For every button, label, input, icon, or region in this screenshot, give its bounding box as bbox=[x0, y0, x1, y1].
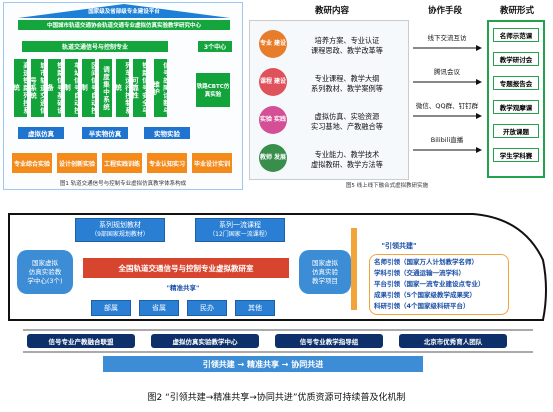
stage-content: 专业能力、教学技术 虚拟教研、教学方法等 bbox=[311, 150, 383, 169]
architecture-panel: 国家级及省部级专业建设平台 中国城市轨道交通协会轨道交通专业虚拟仿真实验教学研究… bbox=[3, 2, 243, 190]
arch-column: 车站信号自动控制 bbox=[63, 59, 81, 117]
center-title: 全国轨道交通信号与控制专业虚拟教研室 bbox=[83, 258, 289, 278]
navy-bar: 信号专业产教融合联盟 bbox=[27, 334, 135, 348]
header-content: 教研内容 bbox=[314, 6, 349, 16]
blue-box: 实物实验 bbox=[144, 127, 190, 139]
form-item: 学生学科赛 bbox=[493, 148, 539, 162]
middle-panel: 教研内容 协作手段 教研形式 专业 建设 课程 建设 实验 实践 教师 发展 培… bbox=[247, 2, 550, 190]
header-means: 协作手段 bbox=[427, 6, 462, 16]
navy-bar: 北京市优秀育人团队 bbox=[399, 334, 507, 348]
right-side-box: 铁路CBTC仿真实验 bbox=[196, 73, 230, 107]
share-label: "精准共享" bbox=[166, 284, 200, 292]
figure2-caption: 图2 “引领共建→精准共享→协同共进”优质资源可持续普及化机制 bbox=[147, 392, 406, 403]
category-button: 省属 bbox=[139, 300, 179, 316]
stage-circle: 课程 建设 bbox=[259, 68, 287, 96]
arch-column: 铁路信号安全与可靠性 bbox=[131, 59, 149, 117]
form-item: 教学研讨会 bbox=[493, 52, 539, 66]
header-forms: 教研形式 bbox=[499, 6, 534, 16]
bottom-panel: 系列规划教材 （9部国家规划教材） 系列一流课程 （12门国家一流课程） 国家虚… bbox=[3, 200, 549, 378]
stage-content: 专业课程、教学大纲 系列教材、教学案例等 bbox=[311, 74, 383, 93]
lead-items: 名师引领（国家万人计划教学名师） 学科引领（交通运输一流学科） 平台引领（国家一… bbox=[369, 254, 509, 315]
lead-item: 平台引领（国家一流专业建设点专业） bbox=[374, 280, 485, 288]
tab-textbooks-label: 系列规划教材 bbox=[99, 221, 141, 229]
flow-bar: 引领共建 → 精准共享 → 协同共进 bbox=[103, 356, 423, 372]
train-outline bbox=[8, 213, 547, 353]
means-arrows bbox=[413, 45, 482, 153]
category-button: 民办 bbox=[187, 300, 227, 316]
tab-courses-label: 系列一流课程 bbox=[219, 221, 261, 229]
left-side-box: 国家虚拟 仿真实验教 学中心(3个) bbox=[17, 250, 73, 294]
orange-box: 专业认知实习 bbox=[147, 153, 187, 173]
right-top-box: 3个中心 bbox=[198, 41, 232, 52]
lead-title: "引领共建" bbox=[381, 242, 417, 250]
means-label: Bilibili直播 bbox=[430, 136, 464, 144]
blue-box: 半实物仿真 bbox=[82, 127, 128, 139]
figure5-caption: 图5 线上线下融合式虚拟教研实施 bbox=[345, 183, 429, 189]
roof-title: 国家级及省部级专业建设平台 bbox=[88, 9, 160, 15]
forms-frame bbox=[487, 20, 545, 178]
center-bar: 轨道交通信号与控制专业 bbox=[22, 41, 168, 52]
orange-box: 工程实践训练 bbox=[102, 153, 142, 173]
tab-courses-sub: （12门国家一流课程） bbox=[209, 231, 271, 238]
stage-circle: 专业 建设 bbox=[259, 30, 287, 58]
means-label: 腾讯会议 bbox=[434, 68, 460, 76]
category-button: 其他 bbox=[235, 300, 275, 316]
right-side-box: 国家虚拟 仿真实验 教学项目 bbox=[299, 250, 351, 294]
lead-item: 学科引领（交通运输一流学科） bbox=[374, 269, 465, 277]
arch-column: 信号故障诊断与维护 bbox=[152, 59, 170, 117]
lead-item: 科研引领（4个国家级科研平台） bbox=[374, 302, 470, 310]
stage-content: 虚拟仿真、实验资源 实习基地、产教融合等 bbox=[311, 112, 383, 131]
lead-item: 名师引领（国家万人计划教学名师） bbox=[374, 258, 478, 266]
arch-column: 区间信号自动控制 bbox=[80, 59, 98, 117]
orange-box: 专业综合实验 bbox=[12, 153, 52, 173]
lead-list: "引领共建" 名师引领（国家万人计划教学名师） 学科引领（交通运输一流学科） 平… bbox=[369, 240, 509, 318]
blue-box: 虚拟仿真 bbox=[18, 127, 64, 139]
tab-courses: 系列一流课程 （12门国家一流课程） bbox=[195, 218, 285, 242]
orange-box: 设计创新实验 bbox=[57, 153, 97, 173]
stage-circle: 教师 发展 bbox=[259, 144, 287, 172]
arch-column: 高速铁路列控系统 bbox=[12, 59, 30, 117]
roof-subtitle: 中国城市轨道交通协会轨道交通专业虚拟仿真实验教学研究中心 bbox=[18, 20, 230, 30]
form-item: 教学观摩课 bbox=[493, 100, 539, 114]
arch-column: 铁路信号基础设备 bbox=[46, 59, 64, 117]
arch-column: 城市轨道交通信号系统 bbox=[29, 59, 47, 117]
lead-item: 成果引领（5个国家级教学成果奖） bbox=[374, 291, 477, 299]
form-item: 专题报告会 bbox=[493, 76, 539, 90]
navy-bar: 信号专业教学指导组 bbox=[275, 334, 383, 348]
form-item: 名师示范课 bbox=[493, 28, 539, 42]
arch-column: 列车运行控制系统 bbox=[114, 59, 132, 117]
stage-content: 培养方案、专业认证 课程思政、教学改革等 bbox=[311, 36, 383, 55]
tab-textbooks-sub: （9部国家规划教材） bbox=[91, 231, 149, 238]
stage-circle: 实验 实践 bbox=[259, 106, 287, 134]
means-label: 微信、QQ群、钉钉群 bbox=[415, 102, 479, 110]
form-item: 开放课题 bbox=[493, 124, 539, 138]
tab-textbooks: 系列规划教材 （9部国家规划教材） bbox=[75, 218, 165, 242]
roof-shape bbox=[18, 4, 230, 18]
orange-box: 毕业设计实训 bbox=[192, 153, 232, 173]
category-button: 部属 bbox=[91, 300, 131, 316]
arch-column: 调度集中系统 bbox=[99, 59, 112, 117]
means-label: 线下交流互访 bbox=[427, 34, 467, 42]
figure1-caption: 图1 轨道交通信号与控制专业虚拟仿真教学体系构成 bbox=[59, 181, 187, 187]
navy-bar: 虚拟仿真实验教学中心 bbox=[151, 334, 259, 348]
